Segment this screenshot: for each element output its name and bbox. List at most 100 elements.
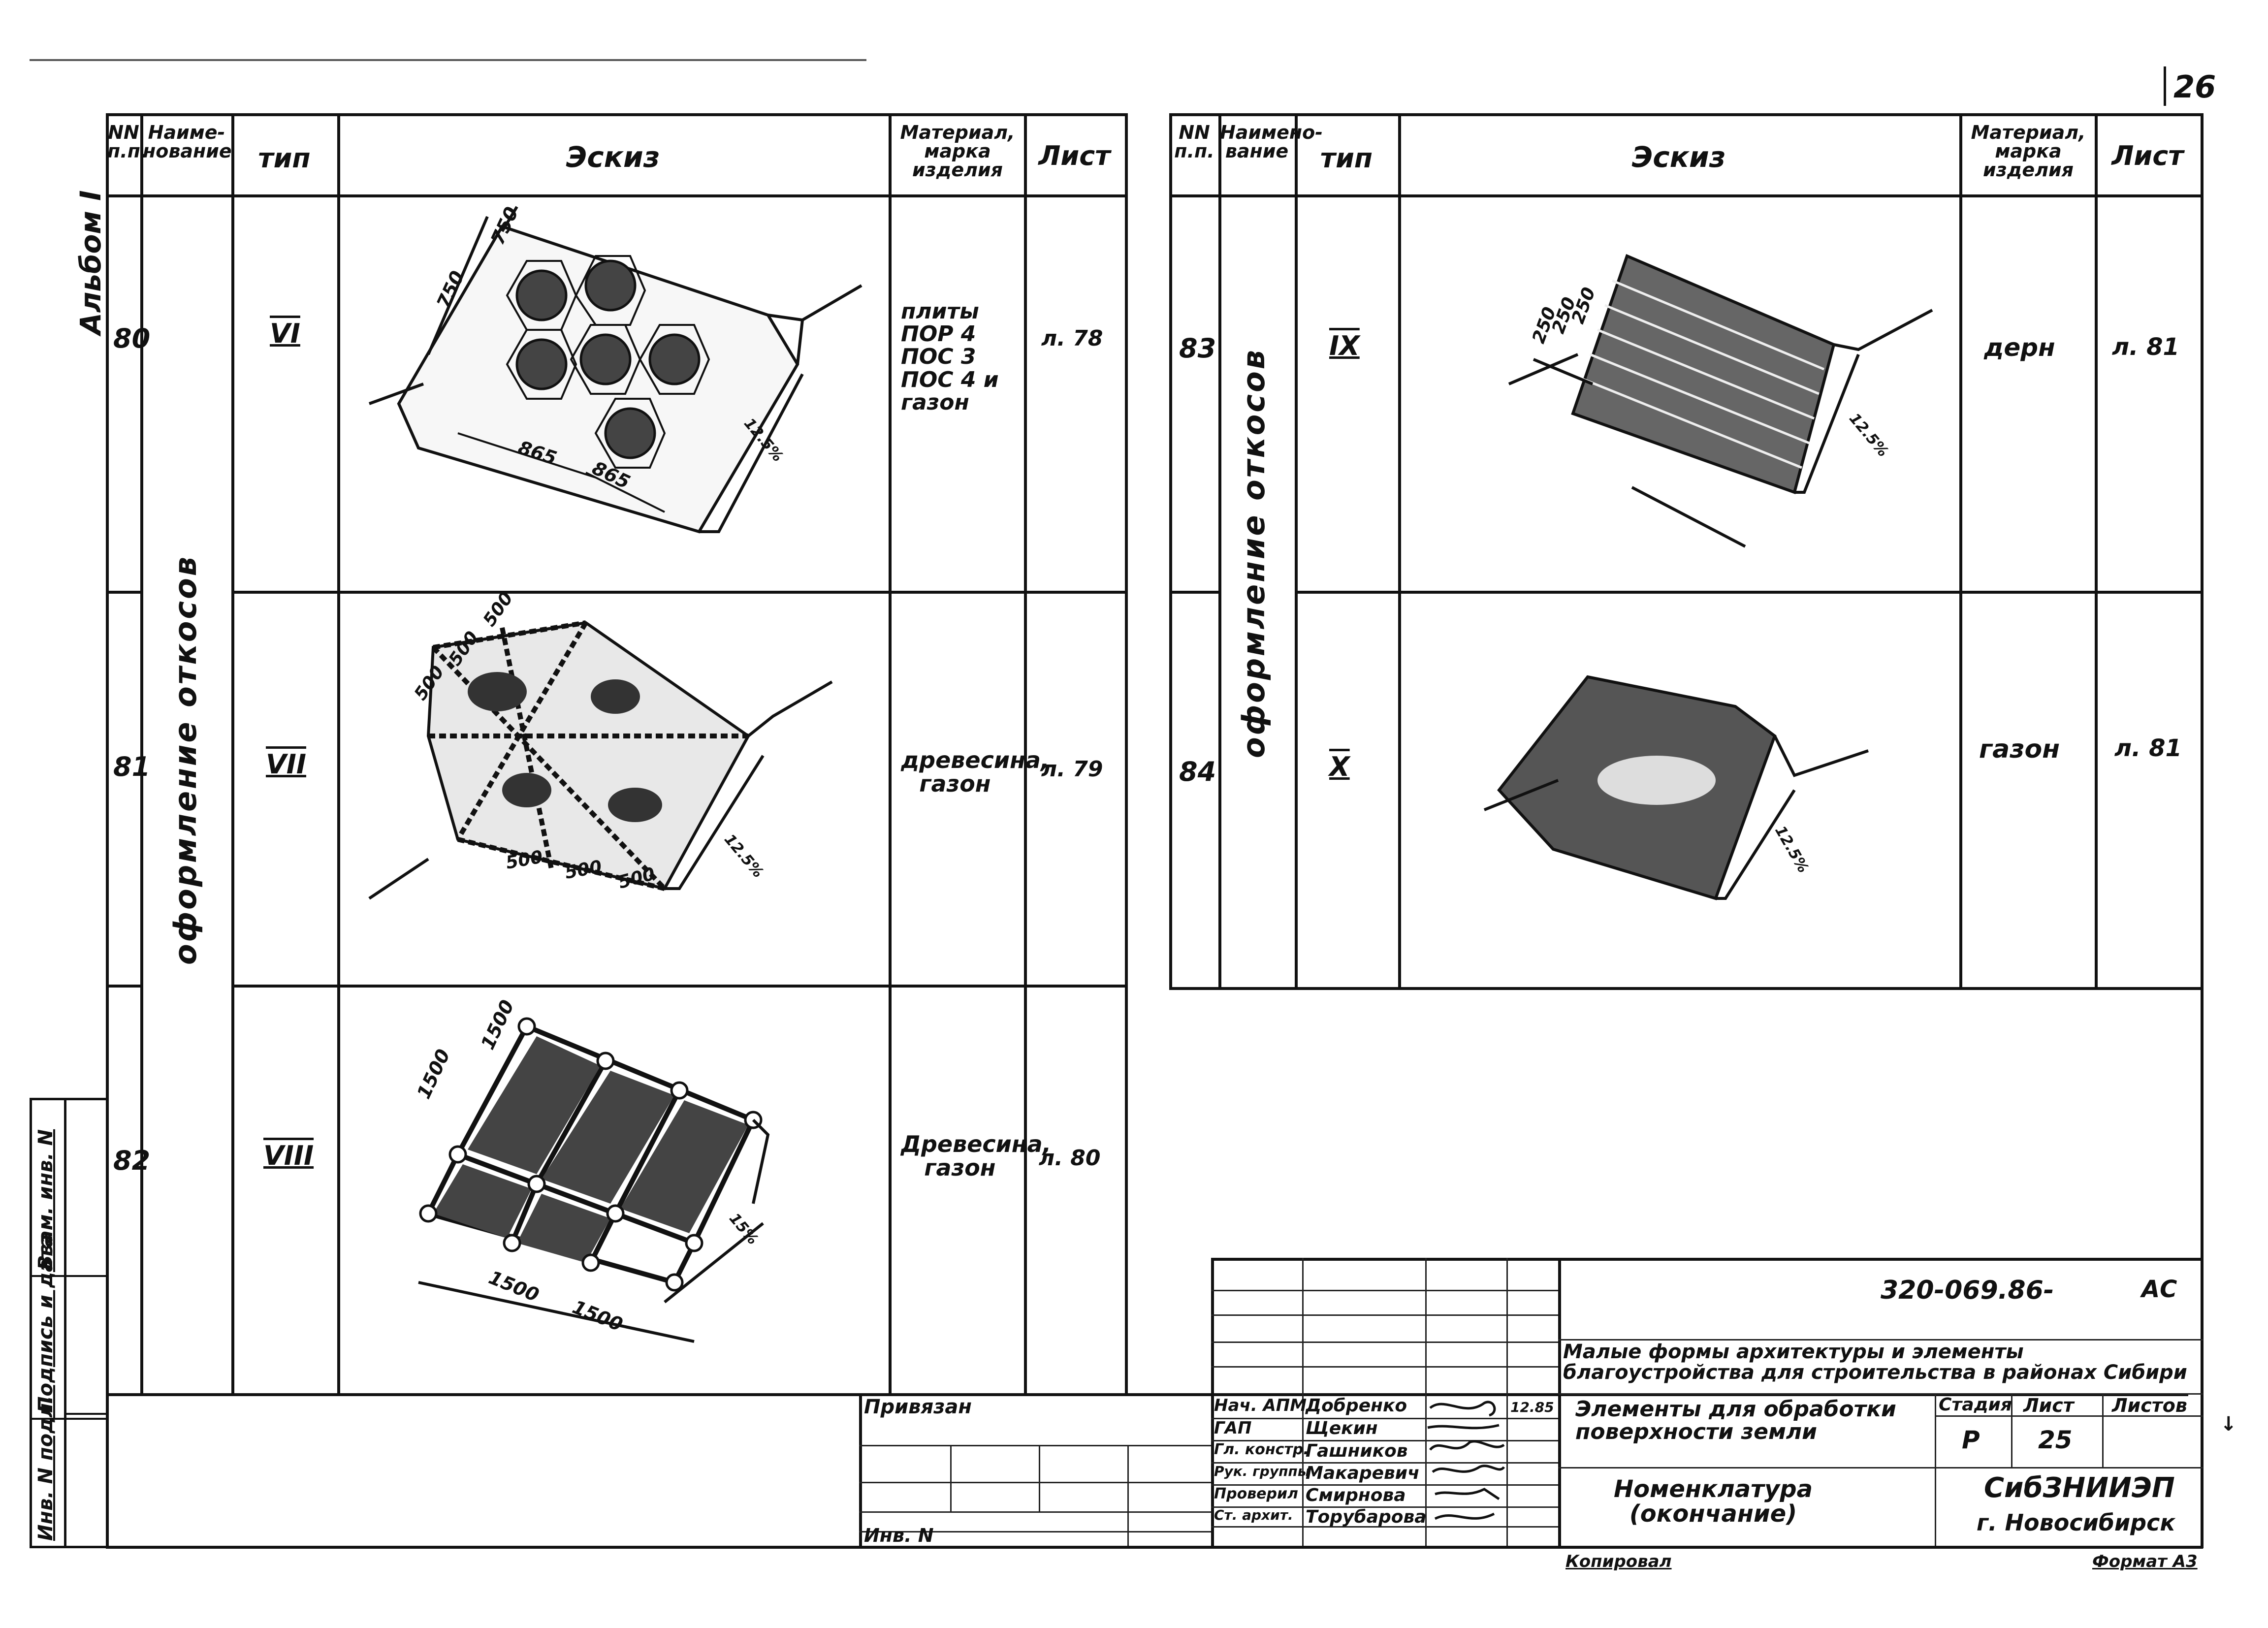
row-81-sheet: л. 79 (1041, 757, 1103, 782)
row-84-material: газон (1979, 734, 2060, 764)
tb-grid-2 (1211, 1314, 1558, 1316)
side-stamp-top (30, 1098, 106, 1100)
side-stamp-replace: Взам. инв. N (34, 1129, 57, 1270)
left-col-5 (1024, 113, 1027, 1393)
sketch-82-dim-a: 1500 (413, 1046, 454, 1102)
org-city: г. Новосибирск (1977, 1509, 2175, 1536)
sig-name-6: Торубарова (1306, 1507, 1427, 1527)
content-title: Номенклатура (окончание) (1613, 1475, 1813, 1528)
sig-role-2: ГАП (1214, 1418, 1252, 1438)
right-header-num: NN п.п. (1174, 122, 1214, 162)
side-stamp-sep2 (30, 1418, 106, 1420)
sig-line-5 (1211, 1506, 1558, 1508)
tb-grid-4 (1211, 1366, 1558, 1368)
priv-col-1 (950, 1445, 952, 1511)
row80-bottom (106, 591, 140, 594)
side-stamp-bottom (30, 1546, 106, 1548)
sig-role-4: Рук. группы (1214, 1463, 1310, 1479)
left-table-bottom (106, 1393, 2188, 1396)
row83-bottom-b (1295, 591, 2203, 594)
right-col-6 (2201, 113, 2204, 1548)
sig-name-1: Добренко (1306, 1396, 1407, 1416)
right-col-3 (1398, 113, 1401, 990)
row-83-num: 83 (1179, 333, 1216, 364)
row-82-material: Древесина, газон (901, 1131, 1052, 1181)
right-col-0 (1169, 113, 1172, 990)
side-stamp-sep1 (30, 1275, 106, 1277)
left-bottom-row-line (64, 1413, 106, 1415)
priv-line-1 (859, 1445, 1211, 1446)
sketch-83-turf: 250 250 250 12.5% (1508, 254, 1933, 548)
row81-bottom-b (231, 985, 1125, 988)
row-81-material: древесина, газон (901, 747, 1050, 798)
sketch-81-timber-lattice: 500 500 500 500 500 500 12.5% (368, 588, 833, 900)
priv-line-4 (859, 1531, 1211, 1532)
sketch-81-dim-c: 500 (479, 588, 517, 630)
sig-name-5: Смирнова (1306, 1485, 1406, 1505)
left-header-sketch: Эскиз (566, 140, 660, 174)
sig-date: 12.85 (1510, 1399, 1554, 1415)
sketch-84-slope: 12.5% (1771, 823, 1812, 876)
right-col-2 (1295, 113, 1298, 990)
frame-bottom (106, 1546, 2203, 1549)
right-group-label: оформление откосов (1236, 348, 1272, 758)
tb-line-under-proj (1558, 1393, 2203, 1395)
priv-col-3 (1127, 1445, 1129, 1546)
org-name: СибЗНИИЭП (1984, 1472, 2175, 1504)
row81-bottom (106, 985, 140, 988)
left-header-material: Материал, марка изделия (900, 122, 1015, 181)
row-80-sheet: л. 78 (1041, 326, 1103, 351)
side-stamp-inv: Инв. N подл. (34, 1396, 57, 1541)
tb-line-stage-hdr (1935, 1415, 2203, 1417)
left-header-name: Наиме-нование (143, 122, 232, 162)
left-header-sheet: Лист (1038, 140, 1111, 171)
inv-label: Инв. N (864, 1525, 934, 1546)
stage-value: Р (1962, 1426, 1980, 1454)
left-table-header-bottom (106, 194, 1125, 197)
sig-line-1 (1211, 1418, 1558, 1419)
priv-col-2 (1039, 1445, 1040, 1511)
left-col-4 (889, 113, 892, 1393)
tb-col-sheet (2011, 1393, 2012, 1467)
tb-col-name (1425, 1258, 1427, 1546)
priv-line-3 (859, 1511, 1211, 1513)
stage-label: Стадия (1939, 1395, 2012, 1415)
right-table-header-bottom (1169, 194, 2203, 197)
tb-left (1211, 1258, 1214, 1546)
right-header-type: тип (1320, 143, 1373, 174)
tb-grid-3 (1211, 1341, 1558, 1343)
sig-line-6 (1211, 1526, 1558, 1528)
doc-code: 320-069.86- (1881, 1276, 2054, 1305)
top-rule (30, 59, 866, 61)
row-82-num: 82 (113, 1145, 151, 1176)
privyazan-left (859, 1393, 862, 1546)
sig-name-2: Щекин (1306, 1418, 1378, 1438)
privyazan-label: Привязан (864, 1396, 972, 1418)
sig-role-1: Нач. АПМ (1214, 1396, 1307, 1415)
project-title: Малые формы архитектуры и элементы благо… (1563, 1341, 2187, 1384)
priv-line-2 (859, 1482, 1211, 1483)
sheets-label: Листов (2112, 1395, 2187, 1416)
row-83-material: дерн (1984, 333, 2055, 362)
sig-name-4: Макаревич (1306, 1463, 1420, 1483)
tb-col-role (1302, 1258, 1304, 1546)
sheet-title: Элементы для обработки поверхности земли (1575, 1397, 1896, 1445)
sig-role-3: Гл. констр. (1214, 1441, 1309, 1458)
right-table-top (1169, 113, 2203, 116)
sig-line-3 (1211, 1462, 1558, 1464)
row-84-sheet: л. 81 (2114, 734, 2182, 762)
right-header-sheet: Лист (2111, 140, 2184, 171)
sketch-82-timber-frame: 1500 1500 1500 1500 15% (413, 996, 770, 1343)
right-header-material: Материал, марка изделия (1971, 122, 2086, 181)
row-82-sheet: л. 80 (1039, 1146, 1101, 1171)
sig-role-5: Проверил (1214, 1485, 1298, 1502)
sketch-80-hex-slab: 750 750 865 865 12.5% (368, 203, 862, 534)
side-stamp-mid (64, 1098, 66, 1548)
row-82-type: VIII (263, 1140, 314, 1171)
row-81-type: VII (266, 749, 306, 780)
sheet-value: 25 (2038, 1426, 2073, 1454)
row-80-num: 80 (113, 323, 151, 354)
signatures-scribbles (1427, 1401, 1505, 1520)
album-label: Альбом I (74, 190, 107, 335)
right-col-5 (2095, 113, 2098, 990)
